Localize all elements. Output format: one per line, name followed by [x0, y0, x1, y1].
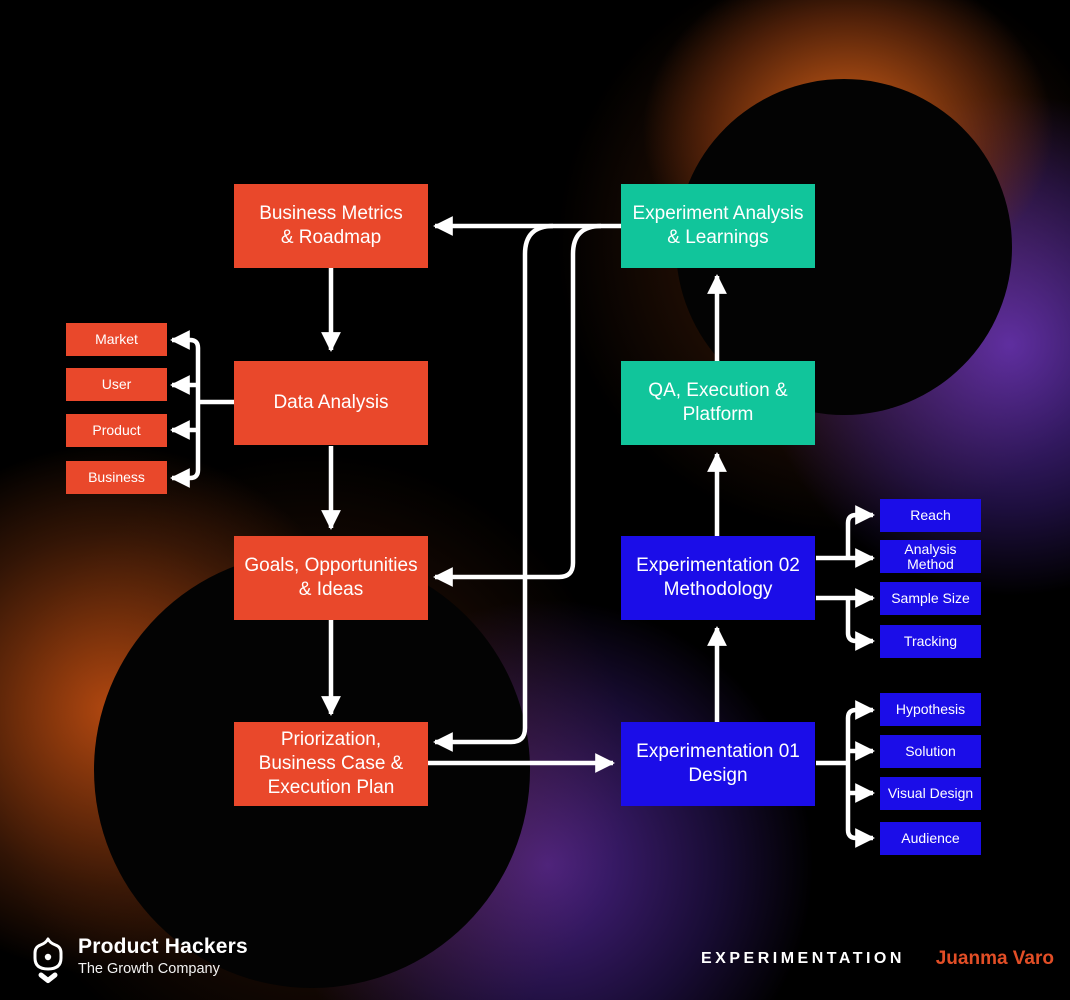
- brand-tagline: The Growth Company: [78, 961, 220, 978]
- node-reach: Reach: [880, 499, 981, 532]
- footer-title: EXPERIMENTATION: [701, 950, 905, 967]
- node-qa-execution: QA, Execution & Platform: [621, 361, 815, 445]
- arrow-exp02-to-tracking: [845, 598, 875, 651]
- arrow-learnings-to-goals: [433, 223, 602, 587]
- node-business: Business: [66, 461, 167, 494]
- arrow-exp01-to-hypothesis: [845, 700, 875, 763]
- arrow-exp02-to-reach: [845, 505, 875, 558]
- brand-name: Product Hackers: [78, 935, 248, 958]
- node-solution: Solution: [880, 735, 981, 768]
- node-tracking: Tracking: [880, 625, 981, 658]
- node-audience: Audience: [880, 822, 981, 855]
- node-visual-design: Visual Design: [880, 777, 981, 810]
- brand-text-block: Product Hackers The Growth Company: [78, 935, 248, 978]
- arrow-data-analysis-to-market: [170, 330, 201, 402]
- arrow-learnings-to-priorization: [433, 223, 554, 752]
- node-market: Market: [66, 323, 167, 356]
- node-sample-size: Sample Size: [880, 582, 981, 615]
- product-hackers-logo: Product Hackers The Growth Company: [28, 935, 248, 984]
- node-data-analysis: Data Analysis: [234, 361, 428, 445]
- node-hypothesis: Hypothesis: [880, 693, 981, 726]
- node-user: User: [66, 368, 167, 401]
- arrow-exp01-to-audience: [845, 763, 875, 848]
- node-experimentation-02: Experimentation 02 Methodology: [621, 536, 815, 620]
- node-experimentation-01: Experimentation 01 Design: [621, 722, 815, 806]
- product-hackers-logo-icon: [33, 937, 63, 983]
- node-priorization: Priorization, Business Case & Execution …: [234, 722, 428, 806]
- node-goals: Goals, Opportunities & Ideas: [234, 536, 428, 620]
- footer-author: Juanma Varo: [935, 948, 1054, 969]
- node-experiment-analysis: Experiment Analysis & Learnings: [621, 184, 815, 268]
- node-analysis-method: Analysis Method: [880, 540, 981, 573]
- node-product: Product: [66, 414, 167, 447]
- arrow-data-analysis-to-business: [170, 402, 201, 488]
- node-business-metrics: Business Metrics & Roadmap: [234, 184, 428, 268]
